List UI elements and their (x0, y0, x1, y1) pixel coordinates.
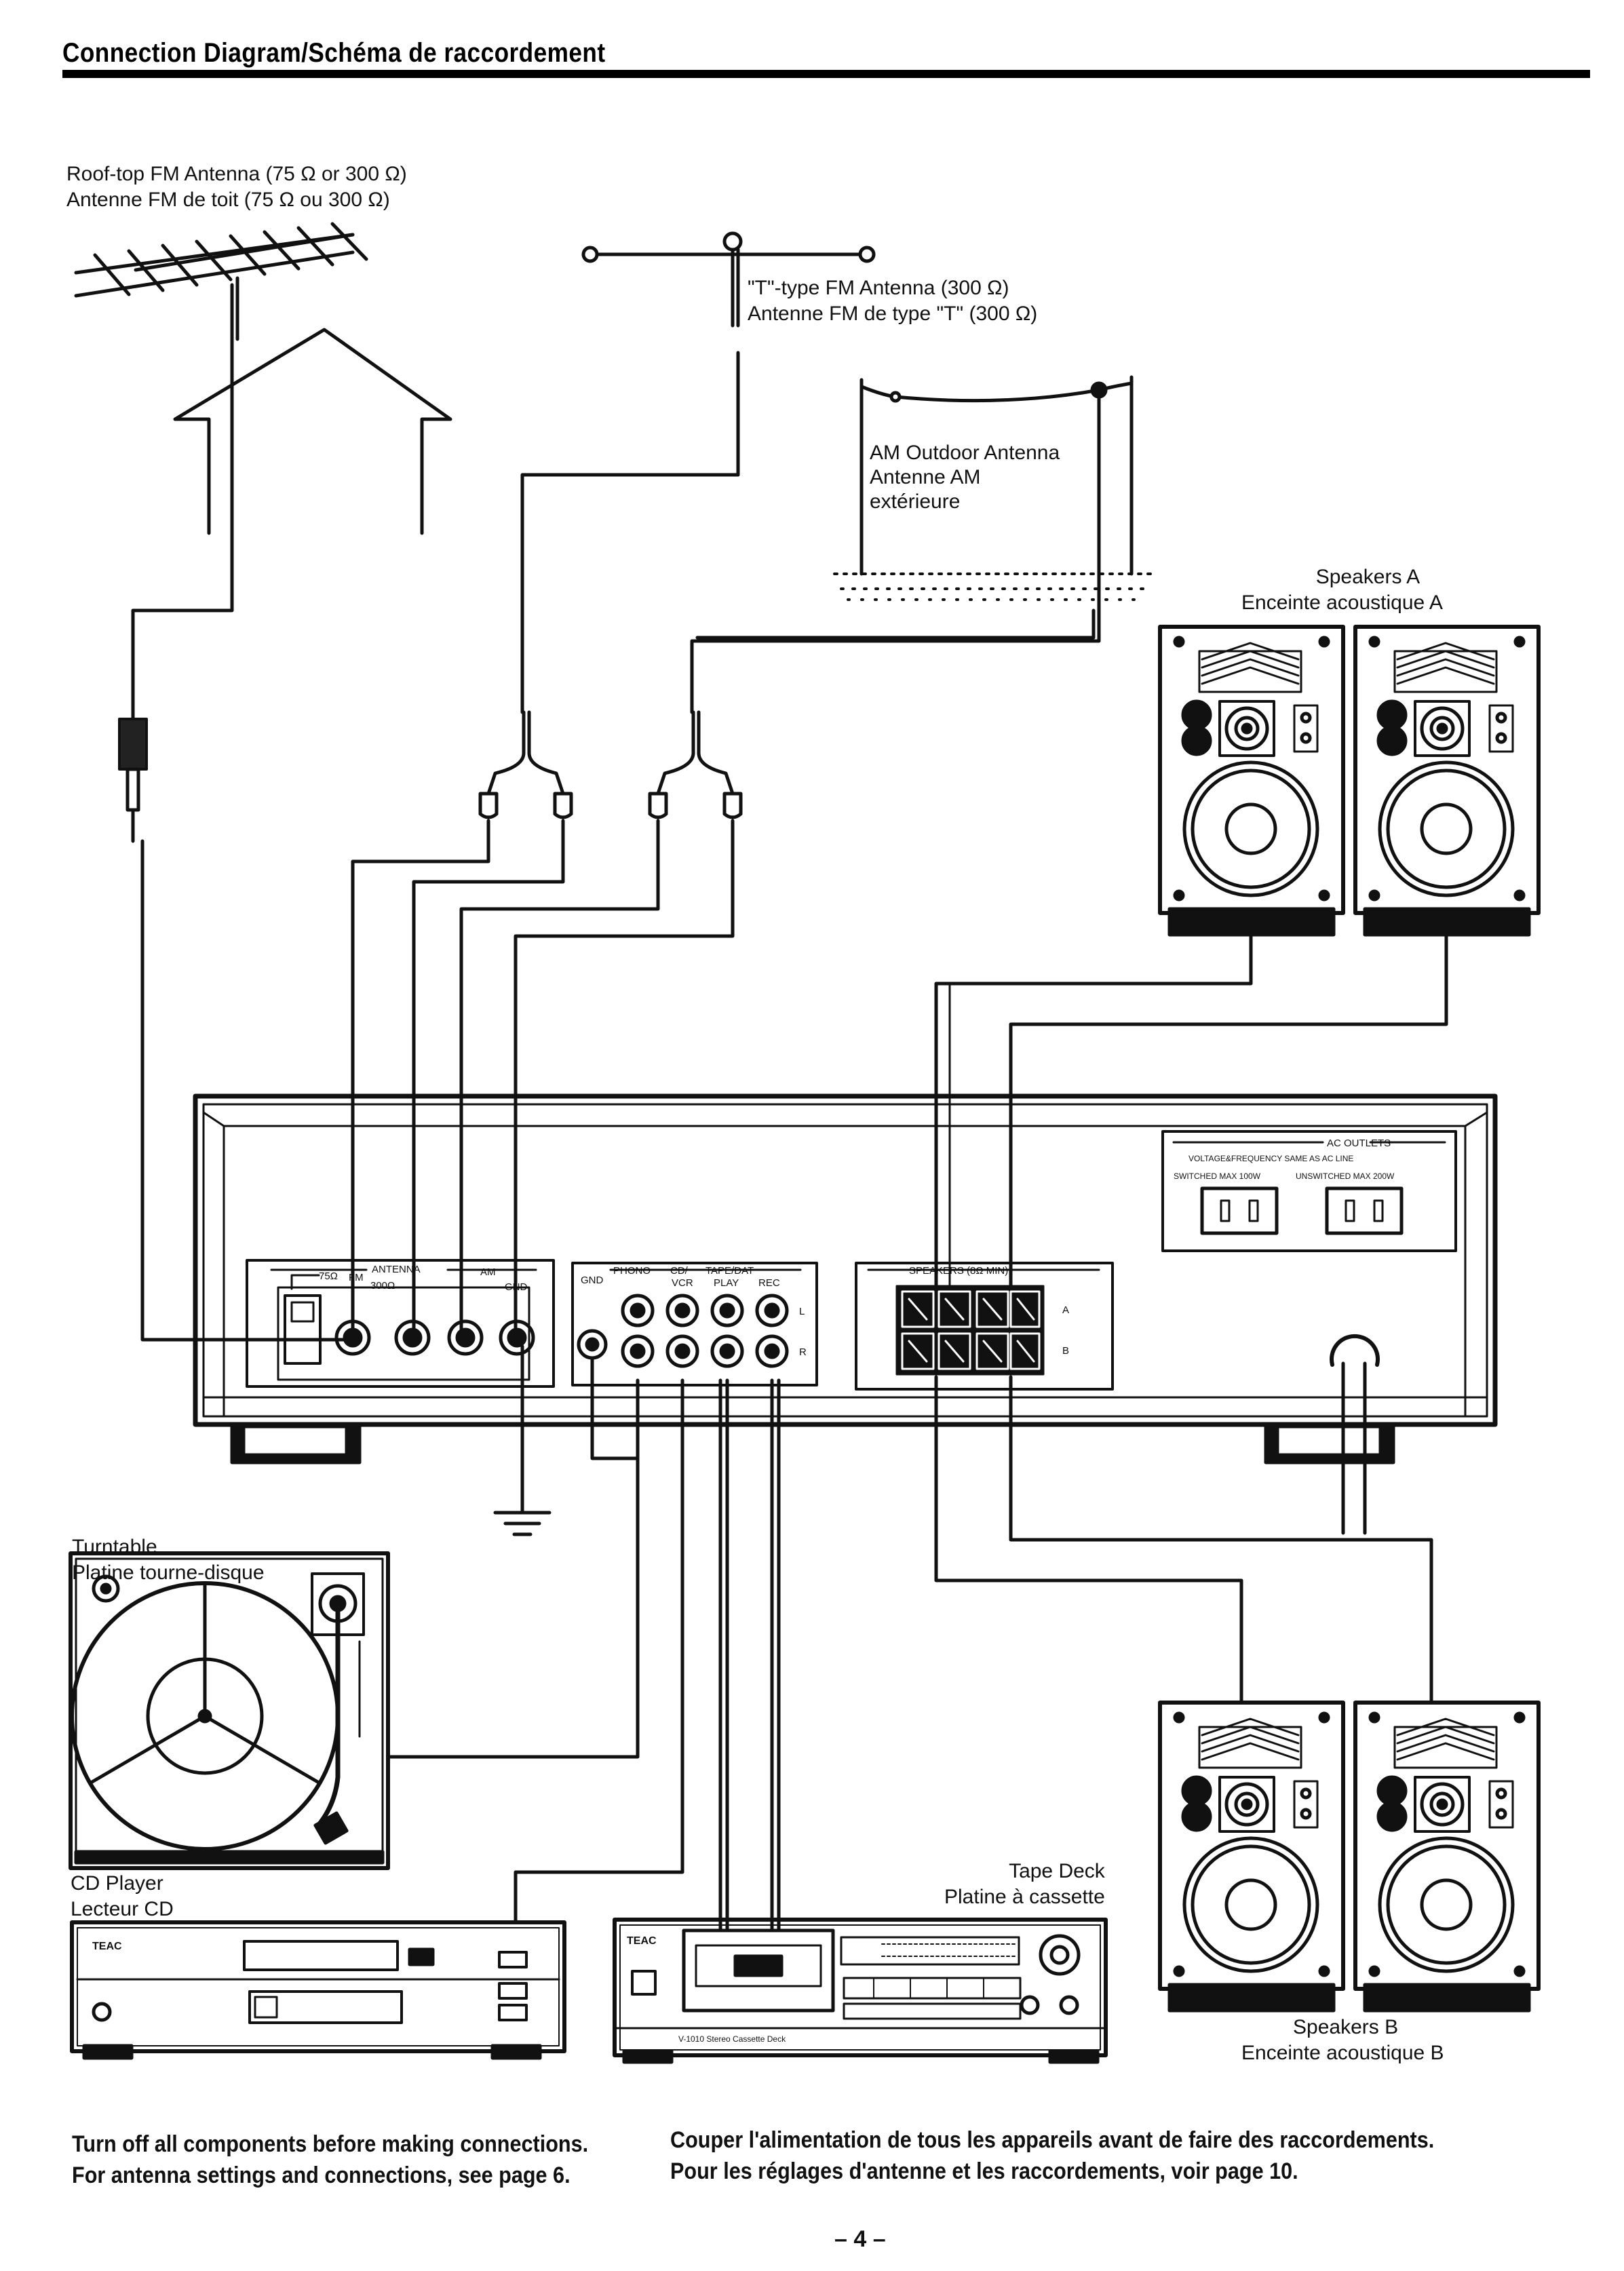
t-feeder-split (351, 710, 573, 1342)
rp-voltage: VOLTAGE&FREQUENCY SAME AS AC LINE (1188, 1154, 1353, 1163)
speaker-a-right (1353, 625, 1541, 937)
rp-ac: AC OUTLETS (1327, 1138, 1391, 1149)
rp-play: PLAY (714, 1277, 739, 1289)
rp-unswitched: UNSWITCHED MAX 200W (1296, 1171, 1395, 1181)
tape-deck-label: Tape Deck Platine à cassette (944, 1859, 1105, 1910)
speaker-b-left (1158, 1701, 1345, 2013)
turntable-fr: Platine tourne-disque (72, 1561, 265, 1584)
rp-gnd-left: GND (581, 1275, 604, 1286)
rp-75: 75Ω (319, 1270, 338, 1282)
am-label-line1: AM Outdoor Antenna (870, 442, 1060, 464)
rp-tape: TAPE/DAT (705, 1265, 754, 1277)
am-label-line3: extérieure (870, 490, 961, 513)
rp-r: R (799, 1346, 807, 1358)
cd-player-fr: Lecteur CD (71, 1898, 174, 1920)
turntable-gnd-cable (590, 1358, 640, 1460)
tape-deck-fr: Platine à cassette (944, 1886, 1105, 1908)
rooftop-antenna-drawing (74, 222, 368, 341)
speakers-b-fr: Enceinte acoustique B (1241, 2042, 1444, 2064)
rp-rec: REC (758, 1277, 780, 1289)
rp-phono: PHONO (613, 1265, 651, 1277)
amplifier-rear-panel (193, 1093, 1498, 1535)
rp-switched: SWITCHED MAX 100W (1174, 1171, 1261, 1181)
note-en: Turn off all components before making co… (72, 2129, 588, 2191)
page-number: – 4 – (834, 2226, 886, 2252)
speaker-a-left (1158, 625, 1345, 937)
ground-wire (493, 1344, 552, 1536)
rp-l: L (799, 1306, 805, 1317)
page-title: Connection Diagram/Schéma de raccordemen… (62, 38, 606, 68)
tape-deck-drawing (613, 1918, 1108, 2064)
rp-am: AM (480, 1266, 496, 1278)
am-antenna-drawing (690, 375, 1155, 714)
rooftop-cable (118, 283, 348, 1342)
cd-cable (514, 1378, 684, 1924)
speakers-b-label: Speakers B Enceinte acoustique B (1241, 2015, 1444, 2066)
turntable-drawing (69, 1551, 390, 1870)
rp-fm: FM (349, 1272, 364, 1283)
note-fr-line2: Pour les réglages d'antenne et les racco… (670, 2158, 1298, 2184)
am-feeder-split (459, 710, 743, 1342)
rp-a: A (1062, 1304, 1069, 1316)
t-antenna-label-en: "T"-type FM Antenna (300 Ω) (748, 277, 1009, 299)
rooftop-label-fr: Antenne FM de toit (75 Ω ou 300 Ω) (66, 189, 390, 211)
turntable-en: Turntable (72, 1536, 157, 1558)
t-antenna-label-fr: Antenne FM de type "T" (300 Ω) (748, 303, 1038, 325)
tape-brand: TEAC (627, 1935, 657, 1947)
cd-player-label: CD Player Lecteur CD (71, 1871, 174, 1922)
note-fr-line1: Couper l'alimentation de tous les appare… (670, 2127, 1435, 2153)
speaker-b-right (1353, 1701, 1541, 2013)
cd-brand: TEAC (92, 1941, 122, 1952)
am-antenna-label: AM Outdoor Antenna Antenne AM extérieure (870, 441, 1060, 514)
rp-cdvcr: CD/ (670, 1265, 689, 1277)
note-en-line2: For antenna settings and connections, se… (72, 2162, 571, 2188)
rooftop-antenna-label: Roof-top FM Antenna (75 Ω or 300 Ω) Ante… (66, 161, 407, 213)
am-label-line2: Antenne AM (870, 466, 981, 488)
speakers-a-fr: Enceinte acoustique A (1241, 591, 1443, 614)
speakers-a-en: Speakers A (1315, 566, 1420, 588)
turntable-label: Turntable Platine tourne-disque (72, 1534, 265, 1586)
rp-speakers: SPEAKERS (8Ω MIN) (909, 1265, 1008, 1277)
note-en-line1: Turn off all components before making co… (72, 2131, 589, 2157)
house-drawing (173, 328, 452, 535)
note-fr: Couper l'alimentation de tous les appare… (670, 2124, 1434, 2187)
turntable-cable (386, 1378, 640, 1759)
rp-antenna: ANTENNA (372, 1264, 421, 1275)
tape-deck-en: Tape Deck (1009, 1860, 1105, 1882)
title-rule (62, 70, 1590, 78)
cd-player-drawing (70, 1920, 566, 2060)
speakers-b-en: Speakers B (1293, 2016, 1399, 2038)
cd-player-en: CD Player (71, 1872, 163, 1895)
t-antenna-drawing (520, 231, 876, 714)
rp-300: 300Ω (370, 1280, 395, 1292)
rp-vcr: VCR (672, 1277, 693, 1289)
tape-model: V-1010 Stereo Cassette Deck (678, 2034, 786, 2044)
speakers-a-label: Speakers A Enceinte acoustique A (1241, 564, 1443, 616)
rp-b: B (1062, 1345, 1069, 1357)
rooftop-label-en: Roof-top FM Antenna (75 Ω or 300 Ω) (66, 163, 407, 185)
speaker-wires (934, 933, 1448, 1705)
rp-gnd: GND (505, 1281, 528, 1293)
t-antenna-label: "T"-type FM Antenna (300 Ω) Antenne FM d… (748, 275, 1037, 327)
